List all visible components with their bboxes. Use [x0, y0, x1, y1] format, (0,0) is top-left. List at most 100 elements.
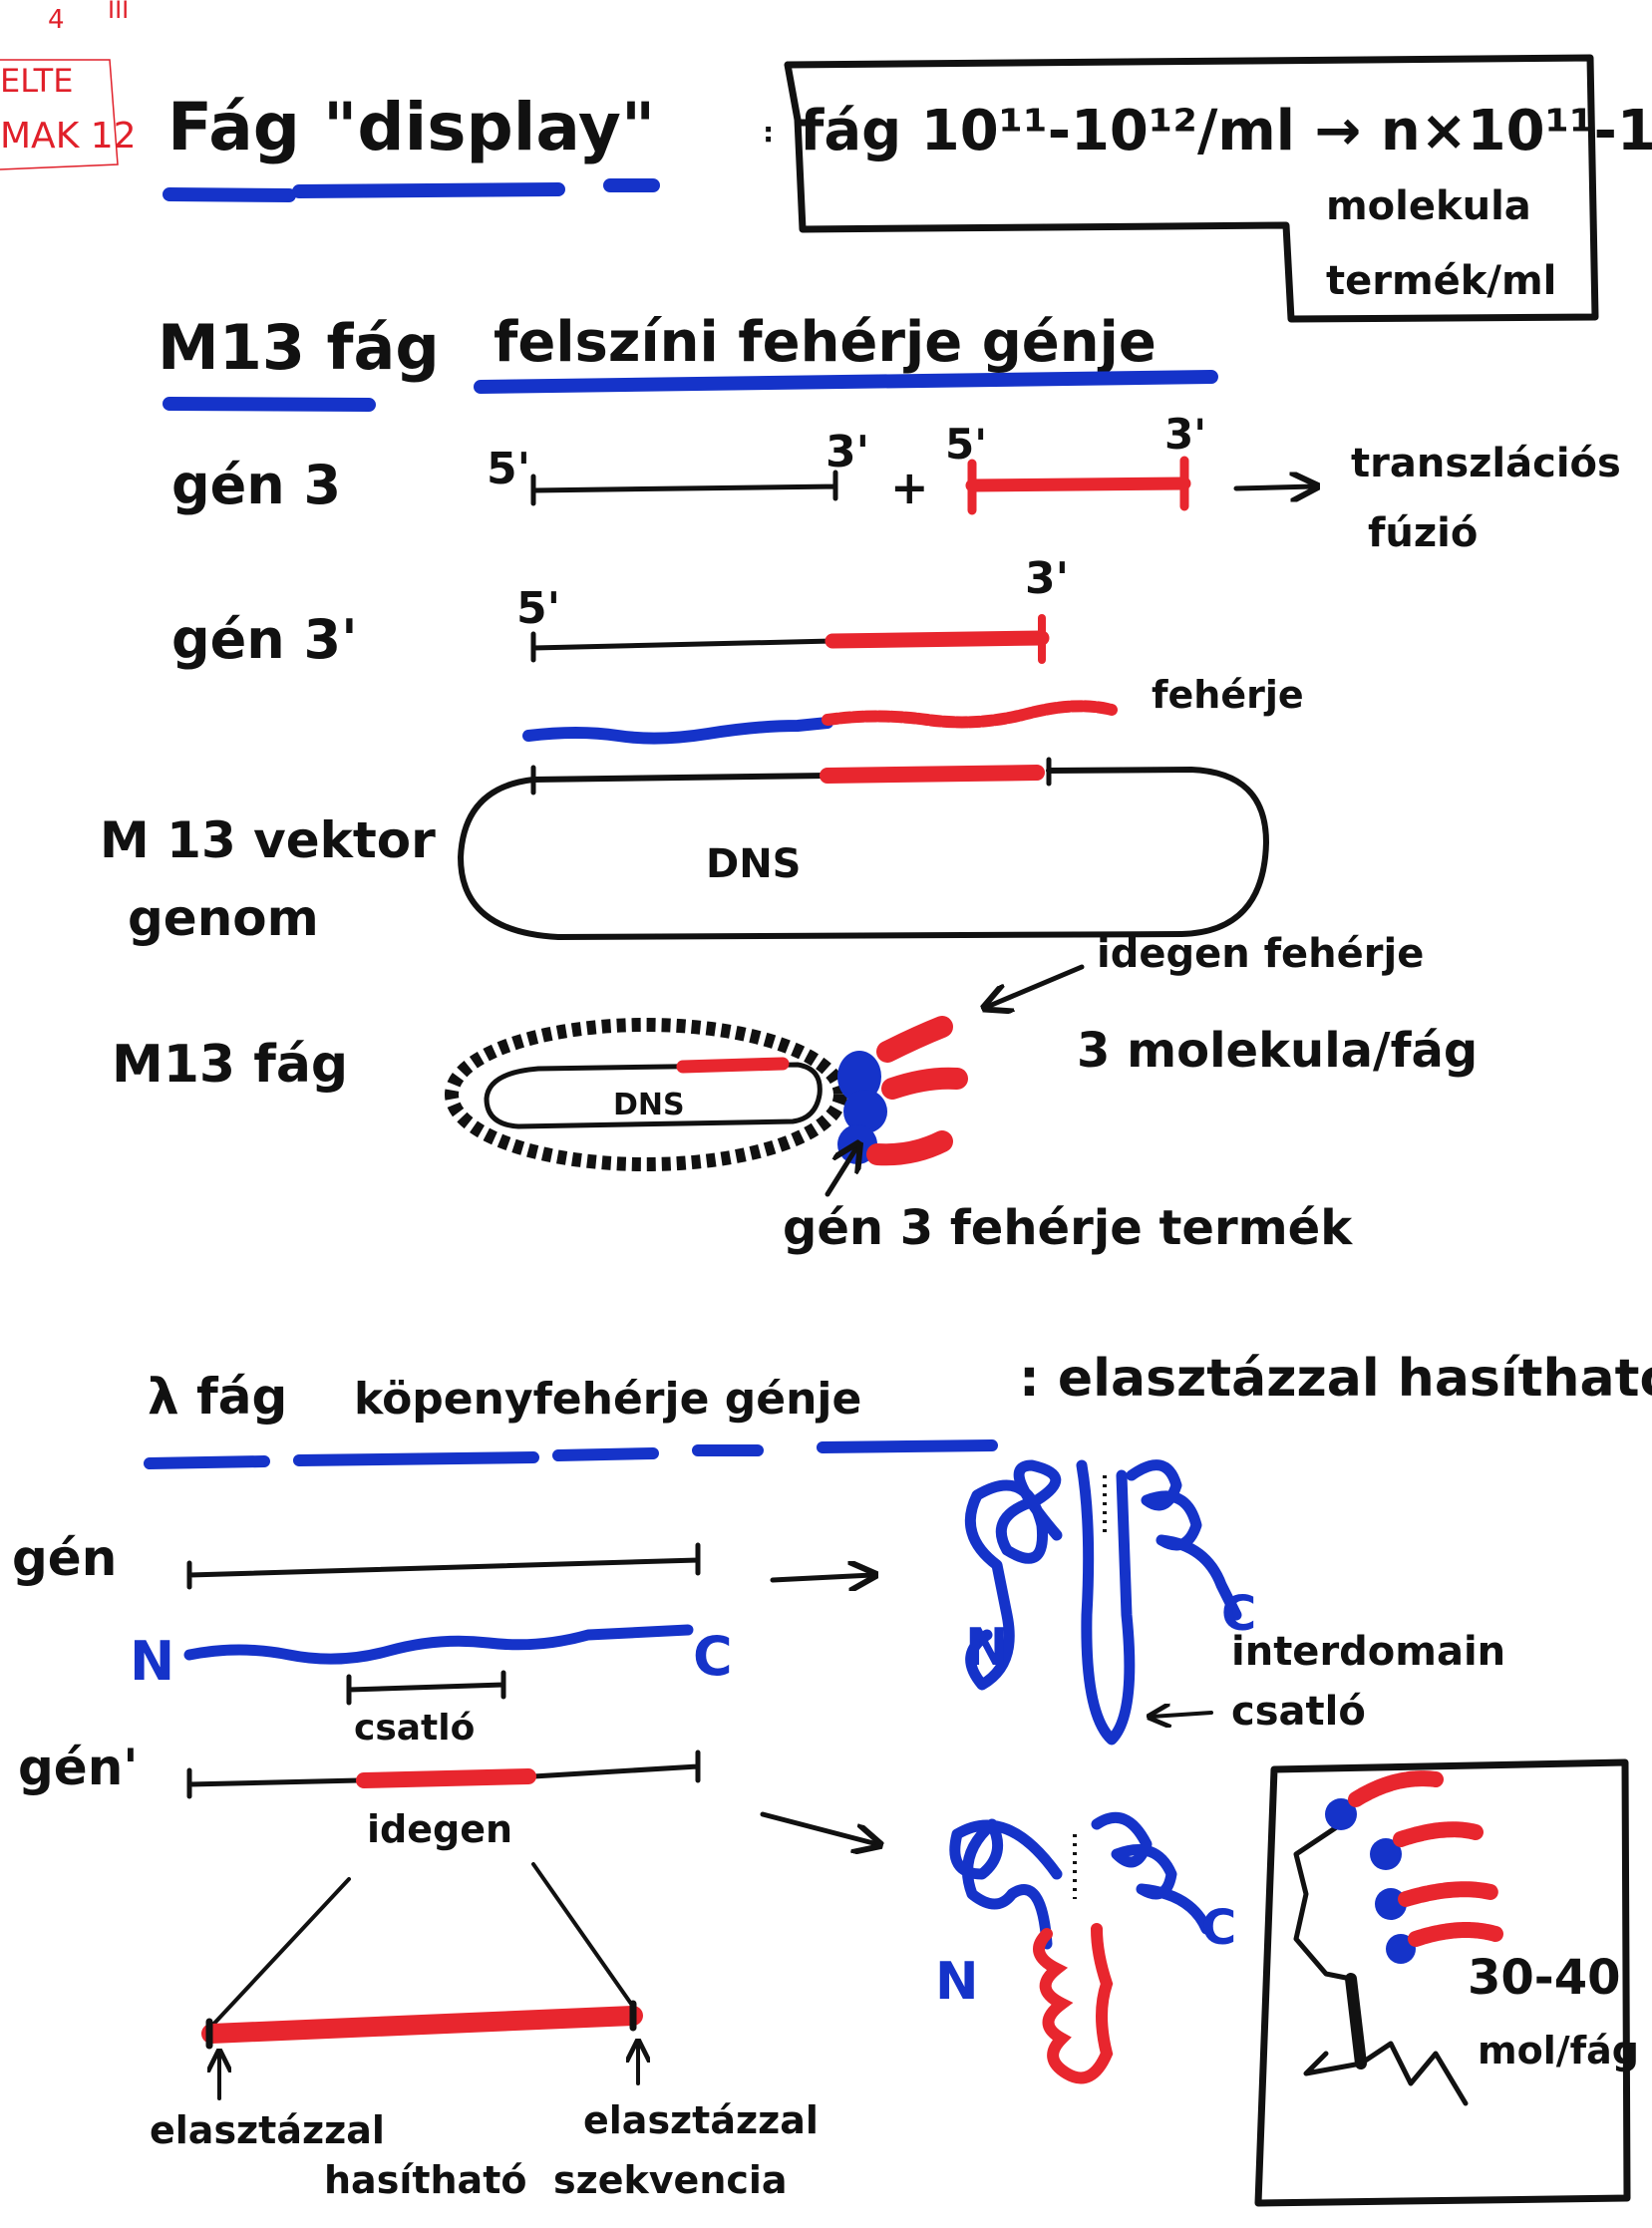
- domain2-right: [1091, 1811, 1212, 1935]
- lambda-gen: gén N C csatló: [12, 1529, 872, 1749]
- corner-line1: ELTE: [0, 62, 73, 100]
- section2-heading-c: : elasztázzal hasítható peptidek: [1019, 1349, 1652, 1409]
- fusion-2: [881, 1067, 968, 1100]
- cut-left-1: elasztázzal: [150, 2108, 385, 2152]
- lambda-gen-label: gén: [12, 1529, 117, 1587]
- corner-note: 4 III ELTE MAK 12: [0, 0, 137, 170]
- phage-label: M13 fág: [112, 1035, 348, 1095]
- lambda-gen-prime: gén' idegen elasztázzal hasítható elaszt…: [18, 1739, 877, 2202]
- gen3p-insert: [825, 630, 1050, 649]
- vector-dna-label: DNS: [706, 841, 802, 887]
- display-peptide-4: [1408, 1922, 1503, 1947]
- lambda-gen2-insert: [356, 1768, 536, 1788]
- inserted-peptide: [1033, 1923, 1114, 2084]
- display-peptide-1: [1348, 1770, 1444, 1807]
- foreign-label: idegen: [367, 1807, 512, 1851]
- gen3-result-2: fúzió: [1368, 510, 1478, 556]
- top-box: : fág 10¹¹-10¹²/ml → n×10¹¹-10¹² molekul…: [763, 54, 1652, 323]
- top-box-line1: fág 10¹¹-10¹²/ml → n×10¹¹-10¹²: [800, 99, 1652, 163]
- fusion-3: [866, 1130, 953, 1166]
- gen3p-three: 3': [1025, 553, 1069, 604]
- phage-foreign: idegen fehérje: [1097, 931, 1424, 977]
- vector-insert-marks: [530, 757, 1052, 796]
- pIII-head-2: [843, 1090, 887, 1133]
- box-frame: [1254, 1758, 1631, 2207]
- product-arrow: [825, 1146, 857, 1197]
- section2-heading-b: köpenyfehérje génje: [354, 1374, 861, 1425]
- lambda-gen2-label: gén': [18, 1739, 139, 1796]
- phage-insert: [676, 1057, 790, 1074]
- capsid-protein-2: [1370, 1838, 1402, 1870]
- interdomain-2: csatló: [1231, 1689, 1366, 1735]
- section2-underline: [144, 1439, 998, 1469]
- lambda-n-label: N: [130, 1630, 174, 1693]
- gen3-insert-ends: [967, 456, 1189, 515]
- box-count-1: 30-40: [1468, 1950, 1621, 2006]
- phage-product: gén 3 fehérje termék: [783, 1200, 1353, 1256]
- interdomain-1: interdomain: [1231, 1629, 1505, 1675]
- gen3-three-b: 3': [1164, 410, 1206, 459]
- vector-label-1: M 13 vektor: [100, 811, 436, 869]
- cut-right-1: elasztázzal: [583, 2098, 819, 2142]
- top-box-line2: molekula: [1326, 183, 1531, 229]
- phage-count: 3 molekula/fág: [1077, 1023, 1478, 1079]
- cut-right-2: szekvencia: [553, 2158, 788, 2202]
- phage-genome: [484, 1062, 823, 1129]
- gen3-five: 5': [487, 444, 530, 494]
- corner-number: 4: [48, 5, 65, 35]
- section1-heading-a: M13 fág: [158, 311, 440, 384]
- tail-line-1: [1293, 1821, 1354, 1982]
- section1-underline-a: [163, 397, 376, 412]
- linker-bracket: [346, 1670, 506, 1706]
- tail-body: [1345, 1973, 1367, 2069]
- linker-label: csatló: [354, 1708, 475, 1749]
- row-gen3-prime: gén 3' 5' 3' fehérje: [171, 553, 1304, 745]
- zoom-insert: [201, 2006, 643, 2044]
- lambda-gen-arrow: [770, 1575, 872, 1580]
- section1-heading-b: felszíni fehérje génje: [494, 310, 1156, 375]
- gen3p-five: 5': [516, 583, 560, 634]
- gen3-five-b: 5': [945, 420, 987, 469]
- lambda-gen-line: [186, 1542, 701, 1590]
- gen3-plus: +: [890, 461, 929, 514]
- page-title: Fág "display": [167, 89, 655, 165]
- vector-label-2: genom: [128, 889, 319, 947]
- fusion-1: [876, 1016, 953, 1063]
- vector-insert: [820, 765, 1045, 784]
- gen3-three: 3': [826, 427, 869, 477]
- fold2-n-label: N: [935, 1952, 979, 2012]
- lambda-gen2-arrow: [760, 1811, 877, 1844]
- gen3p-protein-red: [822, 700, 1118, 729]
- box-count-2: mol/fág: [1478, 2029, 1639, 2072]
- folded-protein-top: N C interdomain csatló: [964, 1459, 1505, 1746]
- vector-ring: [458, 767, 1269, 940]
- gen3p-protein-blue: [522, 717, 833, 745]
- domain2-left: [949, 1818, 1063, 1950]
- phage-dna-label: DNS: [613, 1088, 685, 1122]
- m13-vector: M 13 vektor genom DNS: [100, 757, 1269, 947]
- gen3-arrow: [1233, 486, 1314, 488]
- fold-n-label: N: [965, 1618, 1009, 1678]
- title-underline: [163, 178, 660, 202]
- fold2-c-label: C: [1201, 1900, 1236, 1956]
- folded-protein-bottom: N C: [935, 1811, 1236, 2084]
- lambda-phage-box: 30-40 mol/fág: [1254, 1758, 1639, 2207]
- gen3p-label: gén 3': [171, 608, 358, 671]
- domain-right: [1126, 1459, 1242, 1621]
- gen3-label: gén 3: [171, 454, 341, 516]
- section2-heading-a: λ fág: [148, 1368, 287, 1426]
- zoom-cut-marks: [205, 2000, 637, 2050]
- display-peptide-3: [1398, 1881, 1498, 1907]
- gen3-insert: [965, 477, 1191, 492]
- gen3p-protein-label: fehérje: [1152, 673, 1304, 717]
- zoom-lines: [207, 1862, 640, 2031]
- display-peptide-2: [1393, 1821, 1484, 1847]
- gen3p-dna-line: [530, 631, 835, 663]
- foreign-arrow: [987, 964, 1085, 1007]
- corner-roman: III: [108, 0, 129, 24]
- section1-underline-b: [474, 370, 1218, 394]
- lambda-protein: [183, 1624, 694, 1665]
- gen3-dna-line: [530, 470, 838, 506]
- top-box-line3: termék/ml: [1326, 258, 1556, 304]
- fold-c-label: C: [1221, 1586, 1256, 1642]
